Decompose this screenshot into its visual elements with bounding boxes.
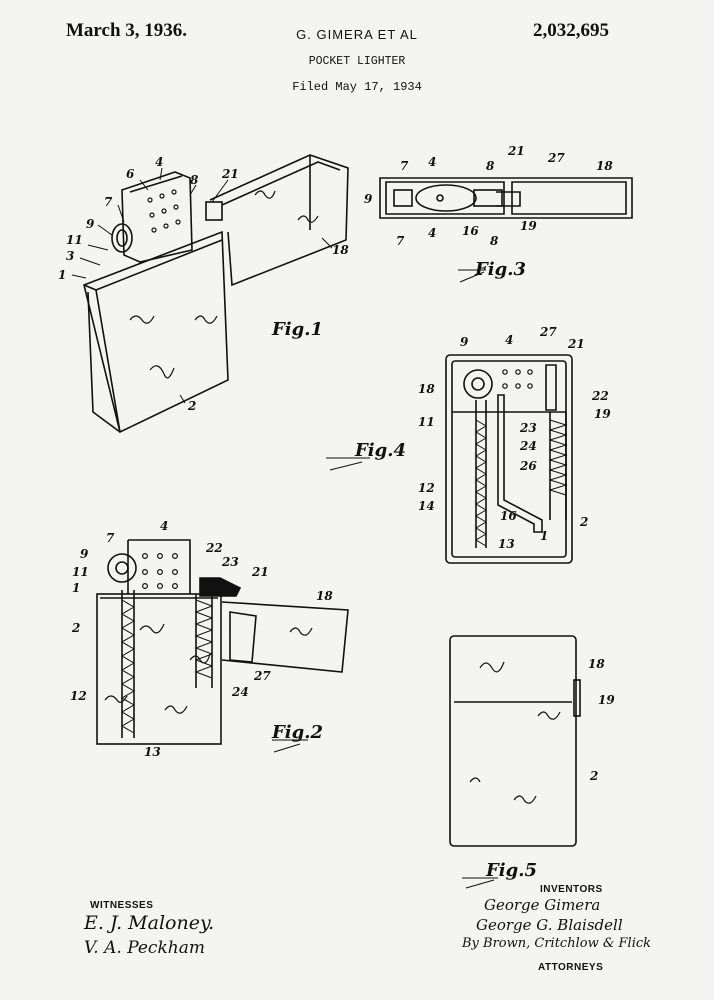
- ref-numeral: 9: [80, 547, 89, 561]
- ref-numeral: 12: [418, 481, 435, 495]
- inventors-heading: INVENTORS: [540, 884, 603, 895]
- ref-numeral: 26: [519, 459, 537, 473]
- filed-date: Filed May 17, 1934: [292, 80, 422, 94]
- ref-numeral: 18: [588, 657, 605, 671]
- ref-numeral: 8: [486, 159, 495, 173]
- witness-signature-1: E. J. Maloney.: [84, 912, 215, 934]
- ref-numeral: 7: [396, 234, 405, 248]
- ref-numeral: 12: [70, 689, 87, 703]
- ref-numeral: 7: [400, 159, 409, 173]
- fig4-label: Fig.4: [354, 440, 406, 461]
- ref-numeral: 27: [539, 325, 557, 339]
- figure-2-drawing: [96, 539, 349, 753]
- ref-numeral: 16: [500, 509, 517, 523]
- ref-numeral: 18: [418, 382, 435, 396]
- witness-signature-2: V. A. Peckham: [84, 938, 205, 958]
- ref-numeral: 4: [505, 333, 513, 347]
- ref-numeral: 11: [418, 415, 435, 429]
- fig1-label: Fig.1: [271, 319, 323, 340]
- ref-numeral: 27: [253, 669, 271, 683]
- ref-numeral: 14: [418, 499, 435, 513]
- ref-numeral: 1: [72, 581, 80, 595]
- figure-3-drawing: [379, 177, 633, 283]
- ref-numeral: 19: [598, 693, 615, 707]
- ref-numeral: 2: [589, 769, 598, 783]
- ref-numeral: 19: [520, 219, 537, 233]
- ref-numeral: 4: [428, 155, 436, 169]
- ref-numeral: 1: [540, 529, 548, 543]
- ref-numeral: 6: [126, 167, 135, 181]
- witnesses-heading: WITNESSES: [90, 900, 154, 911]
- figure-5-drawing: [449, 635, 581, 889]
- ref-numeral: 11: [72, 565, 89, 579]
- figure-4-drawing: [326, 354, 573, 564]
- figure-1-drawing: [71, 154, 349, 434]
- ref-numeral: 13: [498, 537, 515, 551]
- inventor-signature-1: George Gimera: [484, 896, 601, 914]
- ref-numeral: 7: [106, 531, 115, 545]
- ref-numeral: 1: [58, 268, 66, 282]
- inventor-signature-2: George G. Blaisdell: [476, 916, 623, 934]
- ref-numeral: 8: [190, 173, 199, 187]
- ref-numeral: 21: [507, 144, 525, 158]
- ref-numeral: 3: [66, 249, 74, 263]
- ref-numeral: 21: [221, 167, 239, 181]
- ref-numeral: 18: [316, 589, 333, 603]
- ref-numeral: 4: [155, 155, 163, 169]
- patent-title: POCKET LIGHTER: [308, 55, 406, 68]
- ref-numeral: 16: [462, 224, 479, 238]
- ref-numeral: 9: [460, 335, 469, 349]
- ref-numeral: 27: [547, 151, 565, 165]
- ref-numeral: 18: [332, 243, 349, 257]
- ref-numeral: 2: [71, 621, 80, 635]
- ref-numeral: 21: [251, 565, 269, 579]
- ref-numeral: 9: [364, 192, 373, 206]
- fig3-label: Fig.3: [474, 259, 526, 280]
- ref-numeral: 9: [86, 217, 95, 231]
- patent-date: March 3, 1936.: [66, 20, 188, 41]
- ref-numeral: 23: [221, 555, 239, 569]
- ref-numeral: 22: [591, 389, 609, 403]
- ref-numeral: 2: [187, 399, 196, 413]
- ref-numeral: 11: [66, 233, 83, 247]
- patent-number: 2,032,695: [533, 20, 609, 41]
- ref-numeral: 22: [205, 541, 223, 555]
- ref-numeral: 7: [104, 195, 113, 209]
- fig2-label: Fig.2: [271, 722, 323, 743]
- attorneys-heading: ATTORNEYS: [538, 962, 604, 973]
- ref-numeral: 18: [596, 159, 613, 173]
- attorney-signature: By Brown, Critchlow & Flick: [462, 936, 652, 951]
- inventor-names-header: G. GIMERA ET AL: [296, 27, 418, 42]
- ref-numeral: 23: [519, 421, 537, 435]
- fig5-label: Fig.5: [485, 860, 537, 881]
- ref-numeral: 4: [428, 226, 436, 240]
- ref-numeral: 4: [160, 519, 168, 533]
- ref-numeral: 24: [231, 685, 249, 699]
- ref-numeral: 2: [579, 515, 588, 529]
- ref-numeral: 24: [519, 439, 537, 453]
- ref-numeral: 13: [144, 745, 161, 759]
- ref-numeral: 8: [490, 234, 499, 248]
- ref-numeral: 19: [594, 407, 611, 421]
- ref-numeral: 21: [567, 337, 585, 351]
